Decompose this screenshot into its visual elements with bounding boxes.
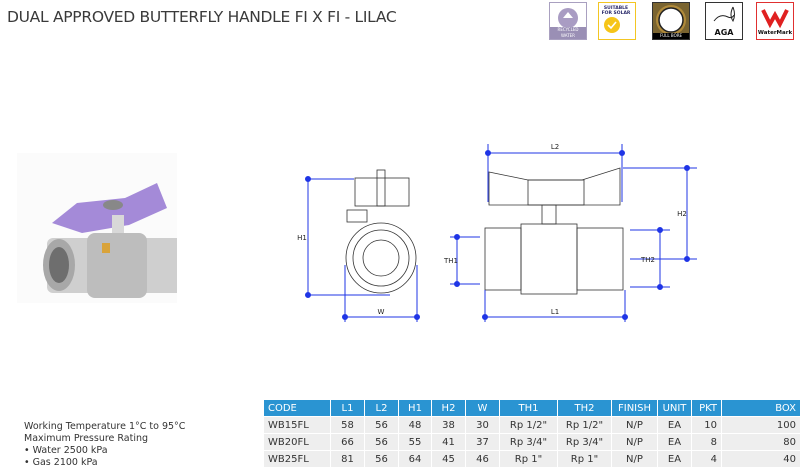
table-cell-code: WB20FL [264,434,330,450]
col-box: BOX [722,400,800,416]
aga-flame-icon [713,6,735,22]
specifications: Working Temperature 1°C to 95°C Maximum … [24,421,185,469]
th1-label: TH1 [443,257,458,265]
col-unit: UNIT [658,400,691,416]
w-label: W [378,308,385,316]
table-cell-finish: N/P [612,417,657,433]
product-table: CODE L1 L2 H1 H2 W TH1 TH2 FINISH UNIT P… [263,399,801,468]
table-cell-box: 40 [722,451,800,467]
full-bore-icon [656,5,686,35]
th2-label: TH2 [640,256,655,264]
watermark-badge: WaterMark [756,2,794,40]
water-pressure: • Water 2500 kPa [24,445,108,456]
table-cell-w: 30 [466,417,499,433]
technical-drawing: H1 W L2 H2 TH1 TH2 L1 [297,143,697,322]
page-title: DUAL APPROVED BUTTERFLY HANDLE FI X FI -… [7,8,397,26]
gas-pressure: • Gas 2100 kPa [24,457,98,468]
table-cell-box: 80 [722,434,800,450]
watermark-icon [761,9,789,29]
full-bore-badge: FULL BORE [652,2,690,40]
table-cell-code: WB15FL [264,417,330,433]
table-cell-w: 46 [466,451,499,467]
table-cell-th2: Rp 3/4" [558,434,611,450]
col-h2: H2 [432,400,465,416]
table-cell-h2: 38 [432,417,465,433]
col-code: CODE [264,400,330,416]
table-cell-pkt: 4 [692,451,721,467]
table-cell-h2: 41 [432,434,465,450]
recycle-icon [558,8,578,28]
table-cell-unit: EA [658,417,691,433]
col-finish: FINISH [612,400,657,416]
table-cell-code: WB25FL [264,451,330,467]
table-cell-h2: 45 [432,451,465,467]
h2-label: H2 [677,210,687,218]
l2-label: L2 [551,143,559,151]
table-cell-pkt: 10 [692,417,721,433]
table-cell-unit: EA [658,434,691,450]
table-cell-th2: Rp 1/2" [558,417,611,433]
table-cell-l2: 56 [365,451,398,467]
table-cell-box: 100 [722,417,800,433]
col-pkt: PKT [692,400,721,416]
solar-badge: SUITABLE FOR SOLAR [598,2,636,40]
table-cell-th1: Rp 1" [500,451,557,467]
l1-label: L1 [551,308,559,316]
col-h1: H1 [399,400,431,416]
table-header-row: CODE L1 L2 H1 H2 W TH1 TH2 FINISH UNIT P… [264,400,800,416]
table-cell-finish: N/P [612,434,657,450]
sun-check-icon [604,17,620,33]
h1-label: H1 [297,234,307,242]
table-cell-finish: N/P [612,451,657,467]
table-cell-pkt: 8 [692,434,721,450]
col-l2: L2 [365,400,398,416]
table-cell-th2: Rp 1" [558,451,611,467]
table-cell-th1: Rp 3/4" [500,434,557,450]
table-cell-unit: EA [658,451,691,467]
product-photo [17,153,177,303]
table-cell-th1: Rp 1/2" [500,417,557,433]
col-th2: TH2 [558,400,611,416]
table-cell-l1: 81 [331,451,364,467]
table-cell-h1: 64 [399,451,431,467]
col-w: W [466,400,499,416]
col-l1: L1 [331,400,364,416]
table-cell-l2: 56 [365,434,398,450]
col-th1: TH1 [500,400,557,416]
aga-badge: AGA [705,2,743,40]
table-cell-l2: 56 [365,417,398,433]
table-cell-w: 37 [466,434,499,450]
table-cell-h1: 55 [399,434,431,450]
table-cell-l1: 66 [331,434,364,450]
pressure-heading: Maximum Pressure Rating [24,433,149,444]
table-cell-l1: 58 [331,417,364,433]
table-cell-h1: 48 [399,417,431,433]
working-temperature: Working Temperature 1°C to 95°C [24,421,186,432]
recycled-water-badge: RECYCLED WATER [549,2,587,40]
